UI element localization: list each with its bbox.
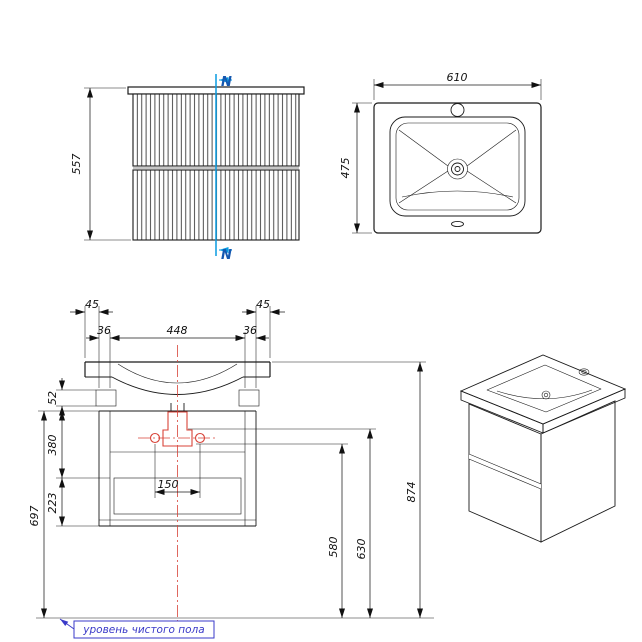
- dim-610: 610: [447, 71, 468, 84]
- overflow-slot: [451, 220, 464, 228]
- top-view: 610 475: [339, 71, 542, 234]
- floor-note-label: уровень чистого пола: [82, 624, 204, 636]
- dimension-top-chain: 45 45 36 448 36: [70, 298, 285, 388]
- section-label-bottom: N: [221, 248, 232, 263]
- dimension-front-height: 557: [70, 87, 131, 241]
- section-label-top: N: [221, 75, 232, 90]
- dim-36-left: 36: [97, 324, 111, 337]
- iso-basin: [486, 364, 602, 413]
- dim-380: 380: [46, 435, 59, 456]
- floor-note-box: [73, 620, 215, 639]
- dimension-right-column: 580 630 874: [188, 361, 426, 618]
- dim-223: 223: [46, 493, 59, 514]
- faucet-hole: [450, 103, 465, 117]
- dim-150: 150: [158, 478, 179, 491]
- drain-outer: [447, 158, 468, 180]
- drain-assembly: [138, 403, 216, 447]
- dim-448: 448: [167, 324, 188, 337]
- dim-630: 630: [355, 539, 368, 560]
- dim-52: 52: [46, 391, 59, 405]
- iso-faucet-hole: [578, 368, 590, 376]
- iso-cabinet-side: [540, 400, 616, 543]
- dim-874: 874: [405, 482, 418, 503]
- mount-bracket-left: [95, 389, 117, 407]
- dimension-sink-depth: 475: [339, 102, 372, 234]
- siphon: [162, 411, 193, 447]
- iso-drain: [541, 390, 551, 400]
- floor-level: уровень чистого пола: [36, 617, 434, 639]
- isometric-view: [459, 354, 627, 543]
- dim-697: 697: [28, 506, 41, 527]
- dim-475: 475: [339, 158, 352, 179]
- dim-580: 580: [327, 537, 340, 558]
- section-line: N N: [215, 74, 232, 263]
- basin-rim: [389, 116, 526, 217]
- mount-bracket-right: [238, 389, 260, 407]
- section-view: 45 45 36 448 36 52 380 223: [28, 298, 434, 639]
- dimension-sink-width: 610: [373, 71, 542, 100]
- dimension-pipe-spacing: 150: [154, 444, 201, 498]
- dim-557: 557: [70, 154, 83, 175]
- dim-36-right: 36: [243, 324, 257, 337]
- front-view: 557 N N: [70, 74, 305, 263]
- dim-45-right: 45: [256, 298, 270, 311]
- dimension-left-column: 52 380 223 697: [28, 378, 110, 618]
- sink-outline: [373, 102, 542, 234]
- dim-45-left: 45: [85, 298, 99, 311]
